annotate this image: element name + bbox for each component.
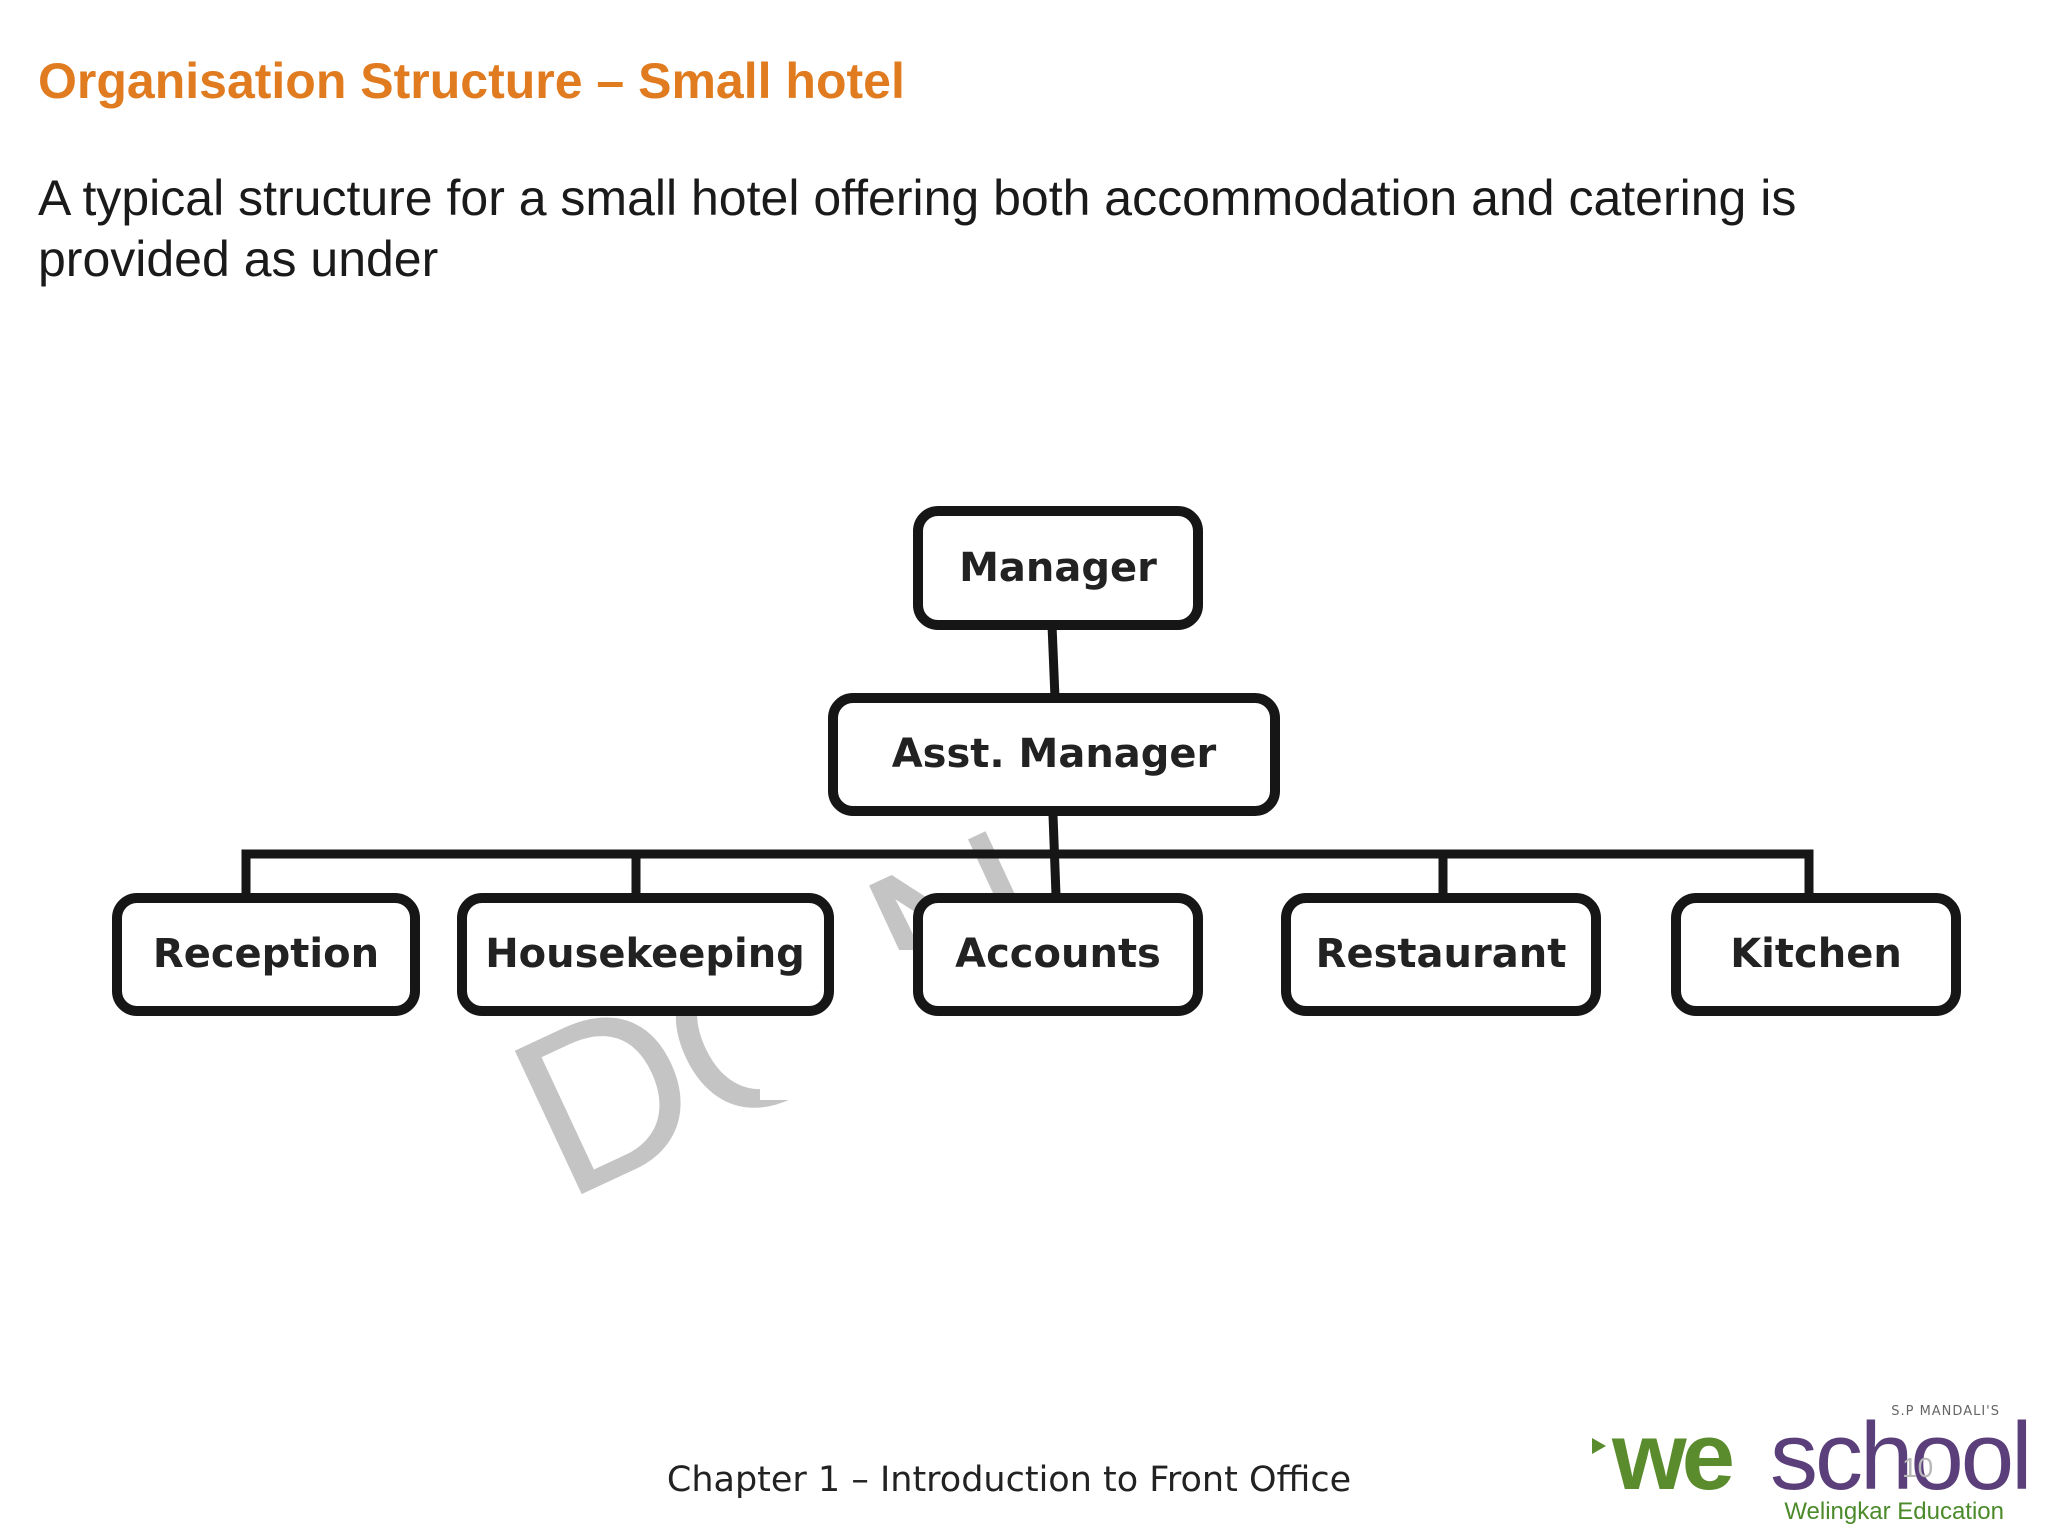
box-housekeeping: Housekeeping <box>457 893 834 1016</box>
box-label-reception: Reception <box>153 931 379 977</box>
logo-tagline: S.P MANDALI'S <box>1891 1404 2000 1419</box>
box-label-manager: Manager <box>959 545 1157 591</box>
box-reception: Reception <box>112 893 420 1016</box>
slide-title: Organisation Structure – Small hotel <box>38 53 905 109</box>
page-number: 10 <box>1902 1452 1934 1483</box>
box-kitchen: Kitchen <box>1671 893 1961 1016</box>
box-manager: Manager <box>913 506 1203 630</box>
box-asst-manager: Asst. Manager <box>828 693 1280 816</box>
box-label-asst-manager: Asst. Manager <box>892 731 1217 777</box>
logo-arrow-icon <box>1592 1438 1606 1454</box>
box-label-housekeeping: Housekeeping <box>485 931 805 977</box>
box-label-kitchen: Kitchen <box>1730 931 1902 977</box>
logo-subtitle: Welingkar Education <box>1784 1498 2004 1525</box>
logo-school: school <box>1770 1403 2032 1510</box>
intro-text: A typical structure for a small hotel of… <box>38 170 1797 287</box>
box-label-accounts: Accounts <box>955 931 1161 977</box>
footer-chapter: Chapter 1 – Introduction to Front Office <box>666 1460 1352 1500</box>
weschool-logo: S.P MANDALI'S we school Welingkar Educat… <box>1592 1402 2032 1527</box>
box-restaurant: Restaurant <box>1281 893 1601 1016</box>
connector-manager-asst <box>1047 620 1060 703</box>
logo-we: we <box>1612 1403 1735 1510</box>
box-label-restaurant: Restaurant <box>1316 931 1567 977</box>
box-accounts: Accounts <box>913 893 1203 1016</box>
